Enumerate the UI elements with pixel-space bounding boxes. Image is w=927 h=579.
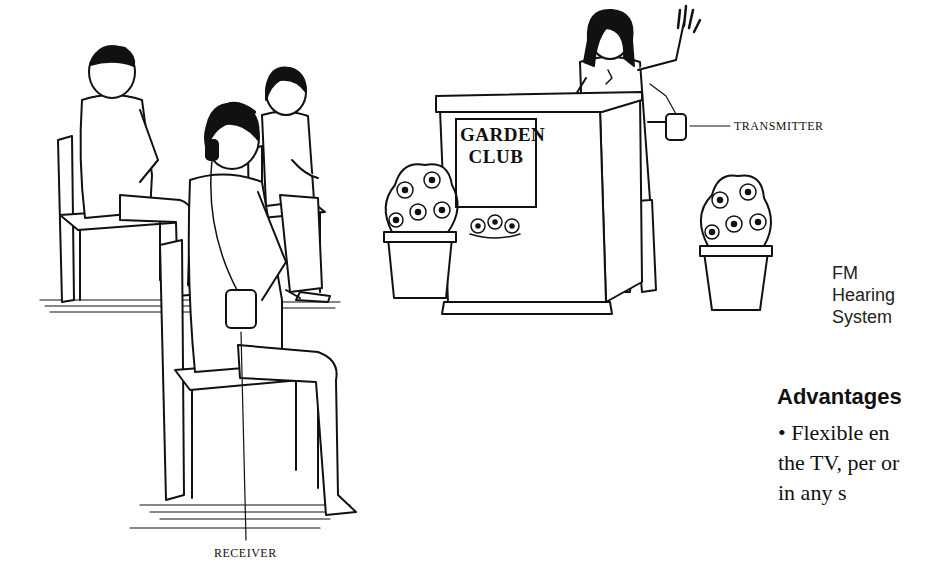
leader-line bbox=[241, 332, 246, 540]
part-label: RECEIVER bbox=[214, 546, 304, 560]
podium-sign: GARDEN CLUB bbox=[455, 118, 537, 208]
bullet-text: • Flexible en the TV, per or in any s bbox=[778, 418, 920, 508]
part-label: TRANSMITTER bbox=[734, 119, 844, 133]
listener-with-headphones bbox=[160, 104, 356, 540]
flower-pot bbox=[700, 175, 772, 310]
receiver-box bbox=[226, 290, 256, 328]
podium bbox=[436, 92, 642, 314]
flower-pot bbox=[384, 164, 458, 298]
section-heading: Advantages bbox=[777, 384, 922, 410]
leader-line bbox=[690, 125, 730, 126]
figure-caption: FM Hearing System bbox=[832, 262, 920, 328]
transmitter-box bbox=[666, 114, 686, 140]
sign-text: GARDEN CLUB bbox=[460, 124, 532, 168]
